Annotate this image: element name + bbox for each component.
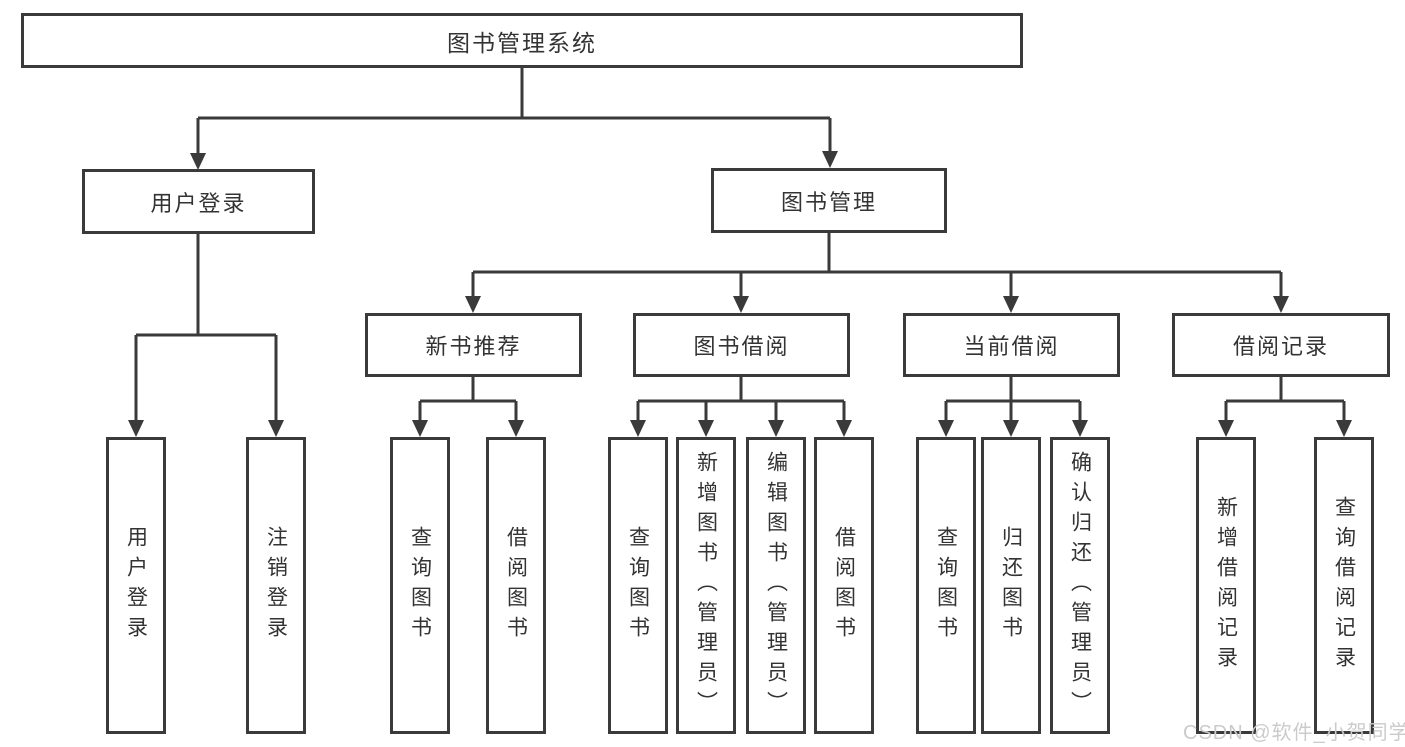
leaf-borrow-book-recommend: 借阅图书 [486, 437, 546, 734]
connector-current-borrow-to-leaves [938, 377, 1088, 437]
leaf-confirm-return-admin-label: 确认归还（管理员） [1068, 450, 1092, 721]
node-current-borrow-label: 当前借阅 [963, 334, 1060, 359]
node-root: 图书管理系统 [21, 13, 1023, 68]
leaf-add-borrow-record-label: 新增借阅记录 [1214, 495, 1238, 676]
leaf-borrow-book-label: 借阅图书 [832, 525, 856, 646]
connector-root-to-level2 [190, 68, 838, 170]
node-new-book-recommend-label: 新书推荐 [425, 334, 522, 359]
node-borrow-record: 借阅记录 [1172, 313, 1390, 377]
watermark: CSDN @软件_小贺同学 [1183, 722, 1405, 744]
node-root-label: 图书管理系统 [447, 29, 597, 56]
leaf-add-book-admin: 新增图书（管理员） [676, 437, 736, 734]
connector-borrow-record-to-leaves [1218, 377, 1352, 437]
leaf-query-book-recommend-label: 查询图书 [408, 525, 432, 646]
node-book-management-label: 图书管理 [780, 189, 877, 215]
leaf-logout-label: 注销登录 [264, 525, 288, 646]
node-book-borrow-label: 图书借阅 [693, 334, 790, 359]
leaf-query-book-borrow: 查询图书 [608, 437, 668, 734]
leaf-query-borrow-record-label: 查询借阅记录 [1332, 495, 1356, 676]
node-current-borrow: 当前借阅 [903, 313, 1120, 377]
leaf-user-login-label: 用户登录 [124, 525, 148, 646]
connector-new-book-to-leaves [412, 377, 524, 437]
leaf-add-book-admin-label: 新增图书（管理员） [694, 450, 718, 721]
node-user-login: 用户登录 [82, 169, 315, 234]
node-new-book-recommend: 新书推荐 [365, 313, 582, 377]
leaf-return-book: 归还图书 [981, 437, 1041, 734]
leaf-logout: 注销登录 [246, 437, 306, 734]
connector-book-borrow-to-leaves [630, 377, 852, 437]
leaf-query-book-current-label: 查询图书 [934, 525, 958, 646]
leaf-edit-book-admin: 编辑图书（管理员） [746, 437, 806, 734]
connector-user-login-to-leaves [128, 234, 284, 437]
leaf-add-borrow-record: 新增借阅记录 [1196, 437, 1256, 734]
node-book-management: 图书管理 [711, 168, 947, 233]
leaf-query-book-current: 查询图书 [916, 437, 976, 734]
leaf-return-book-label: 归还图书 [999, 525, 1023, 646]
node-user-login-label: 用户登录 [150, 190, 247, 216]
leaf-query-book-borrow-label: 查询图书 [626, 525, 650, 646]
node-book-borrow: 图书借阅 [633, 313, 850, 377]
leaf-user-login: 用户登录 [106, 437, 166, 734]
connector-book-management-to-level3 [465, 233, 1289, 313]
leaf-edit-book-admin-label: 编辑图书（管理员） [764, 450, 788, 721]
leaf-borrow-book-recommend-label: 借阅图书 [504, 525, 528, 646]
leaf-confirm-return-admin: 确认归还（管理员） [1050, 437, 1110, 734]
leaf-query-borrow-record: 查询借阅记录 [1314, 437, 1374, 734]
leaf-borrow-book: 借阅图书 [814, 437, 874, 734]
node-borrow-record-label: 借阅记录 [1232, 334, 1329, 359]
leaf-query-book-recommend: 查询图书 [390, 437, 450, 734]
